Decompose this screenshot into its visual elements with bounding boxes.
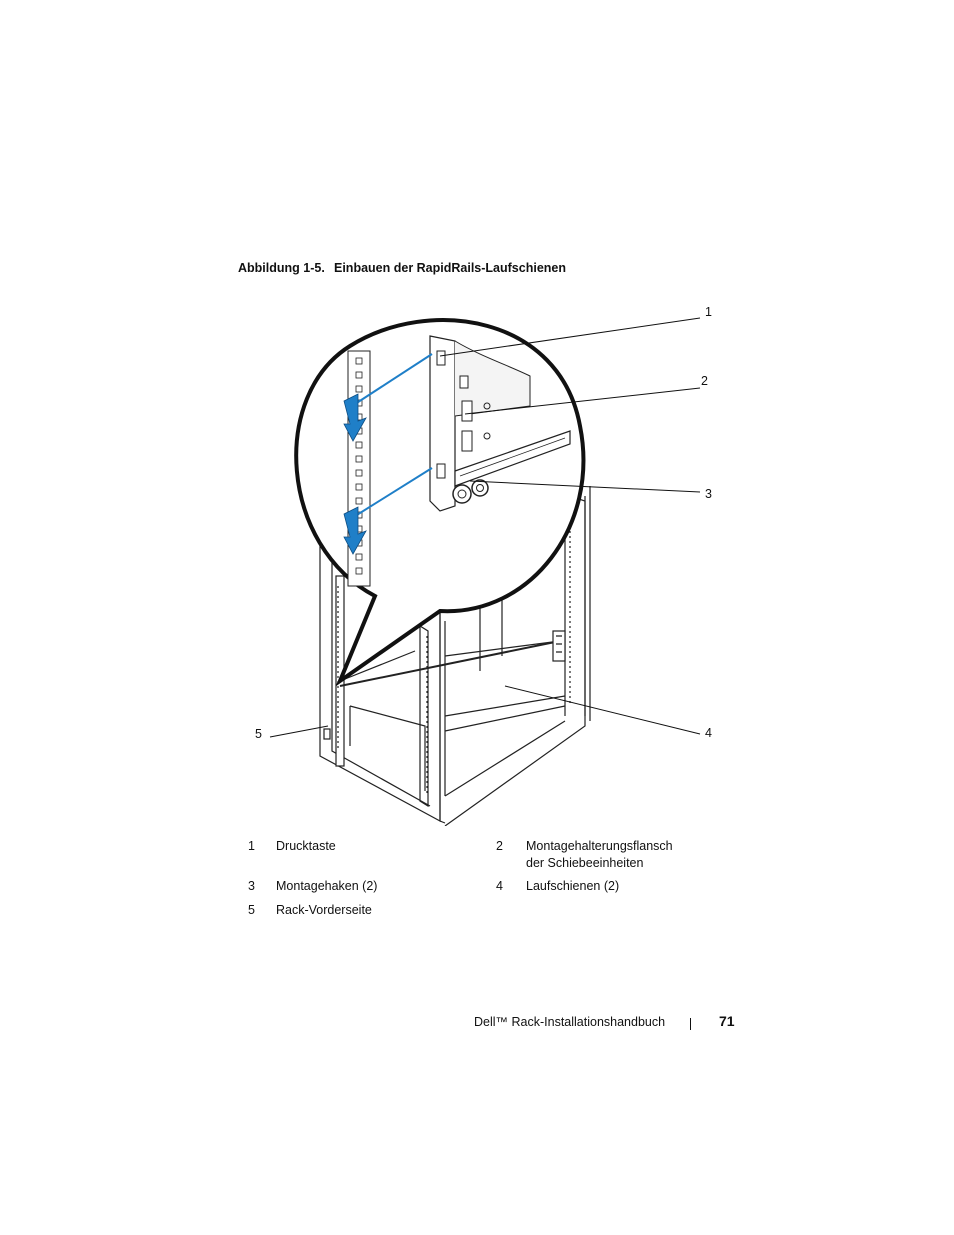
legend-num: 4 <box>496 879 503 893</box>
footer-separator <box>690 1018 691 1030</box>
arrow-down-icon <box>343 506 367 555</box>
legend-label: Montagehalterungsflansch <box>526 839 673 853</box>
figure-title: Einbauen der RapidRails-Laufschienen <box>334 261 566 275</box>
callout-3: 3 <box>705 487 712 501</box>
footer-title: Dell™ Rack-Installationshandbuch <box>474 1015 666 1029</box>
legend-label: Rack-Vorderseite <box>276 903 372 917</box>
legend-num: 2 <box>496 839 503 853</box>
rack-rail-illustration: 1 2 3 4 5 <box>240 296 730 827</box>
figure-number: Abbildung 1-5. <box>238 261 325 275</box>
legend-label: Montagehaken (2) <box>276 879 378 893</box>
legend-label-cont: der Schiebeeinheiten <box>526 856 644 870</box>
page-number: 71 <box>719 1013 735 1029</box>
legend-num: 3 <box>248 879 255 893</box>
callout-1: 1 <box>705 305 712 319</box>
callout-4: 4 <box>705 726 712 740</box>
callout-2: 2 <box>701 374 708 388</box>
legend-num: 5 <box>248 903 255 917</box>
figure-caption: Abbildung 1-5. Einbauen der RapidRails-La… <box>238 261 566 275</box>
legend-label: Laufschienen (2) <box>526 879 620 893</box>
rack-diagram-svg: 1 2 3 4 5 <box>255 305 712 827</box>
callout-5: 5 <box>255 727 262 741</box>
arrow-down-icon <box>343 393 367 442</box>
callout-leaders <box>269 317 701 738</box>
magnified-detail <box>294 318 586 687</box>
legend-num: 1 <box>248 839 255 853</box>
rack-frame <box>319 486 591 827</box>
legend-label: Drucktaste <box>276 839 336 853</box>
